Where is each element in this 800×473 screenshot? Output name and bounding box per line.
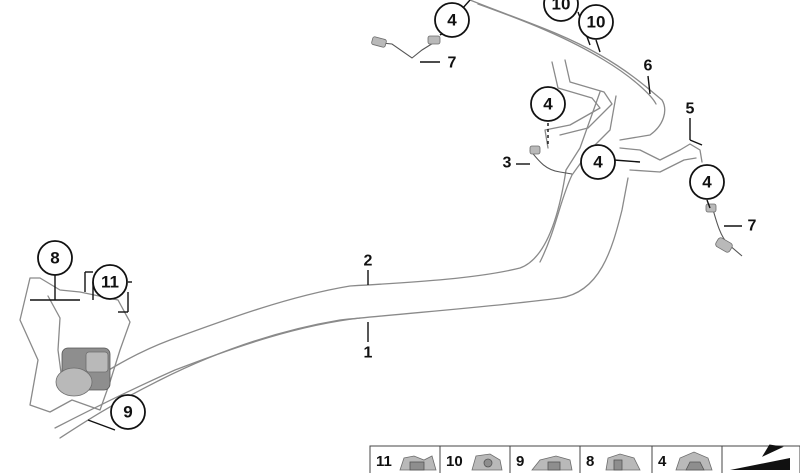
brake-line-loop-2	[559, 59, 613, 136]
legend-item-8: 8	[586, 453, 641, 471]
legend-item-9: 9	[516, 453, 573, 471]
callout-10-second: 10	[578, 4, 614, 40]
label-5: 5	[686, 101, 695, 118]
fittings	[371, 35, 733, 253]
svg-text:10: 10	[587, 13, 606, 32]
svg-text:4: 4	[702, 173, 712, 192]
svg-text:10: 10	[446, 453, 463, 470]
abs-pump-unit	[55, 347, 111, 397]
label-7-top: 7	[448, 55, 457, 72]
callout-10-top: 10	[543, 0, 579, 22]
callout-4-mid: 4	[530, 86, 566, 122]
svg-text:4: 4	[447, 11, 457, 30]
leader-lines	[30, 0, 742, 431]
svg-text:11: 11	[376, 453, 392, 470]
callout-11: 11	[92, 264, 128, 300]
svg-text:8: 8	[50, 249, 59, 268]
svg-text:9: 9	[516, 453, 524, 470]
svg-text:11: 11	[101, 273, 119, 292]
parts-legend: 11 10 9 8 4	[369, 444, 800, 473]
brake-line-2	[69, 91, 601, 396]
legend-item-10: 10	[446, 453, 503, 471]
brake-lines	[19, 0, 743, 439]
svg-text:10: 10	[552, 0, 571, 14]
label-1: 1	[364, 345, 373, 362]
brake-line-1-outline	[54, 317, 361, 429]
svg-text:8: 8	[586, 453, 594, 470]
label-6: 6	[644, 58, 653, 75]
brake-line-loop	[544, 61, 601, 149]
legend-arrow-icon	[730, 444, 790, 470]
label-2: 2	[364, 253, 373, 270]
brake-line-5	[619, 143, 703, 163]
svg-text:9: 9	[123, 403, 132, 422]
svg-text:4: 4	[658, 453, 667, 470]
callout-9: 9	[110, 394, 146, 430]
legend-item-11: 11	[376, 453, 437, 471]
callout-4-center: 4	[580, 144, 616, 180]
legend-item-4: 4	[658, 451, 713, 471]
callout-8: 8	[37, 240, 73, 276]
callout-4-top: 4	[434, 2, 470, 38]
svg-text:4: 4	[543, 95, 553, 114]
brake-line-1	[59, 177, 629, 439]
label-3: 3	[503, 155, 512, 172]
callout-4-right: 4	[689, 164, 725, 200]
brake-line-6-outline	[477, 3, 657, 105]
svg-text:4: 4	[593, 153, 603, 172]
brake-line-5-outline	[629, 157, 697, 173]
label-7-right: 7	[748, 218, 757, 235]
